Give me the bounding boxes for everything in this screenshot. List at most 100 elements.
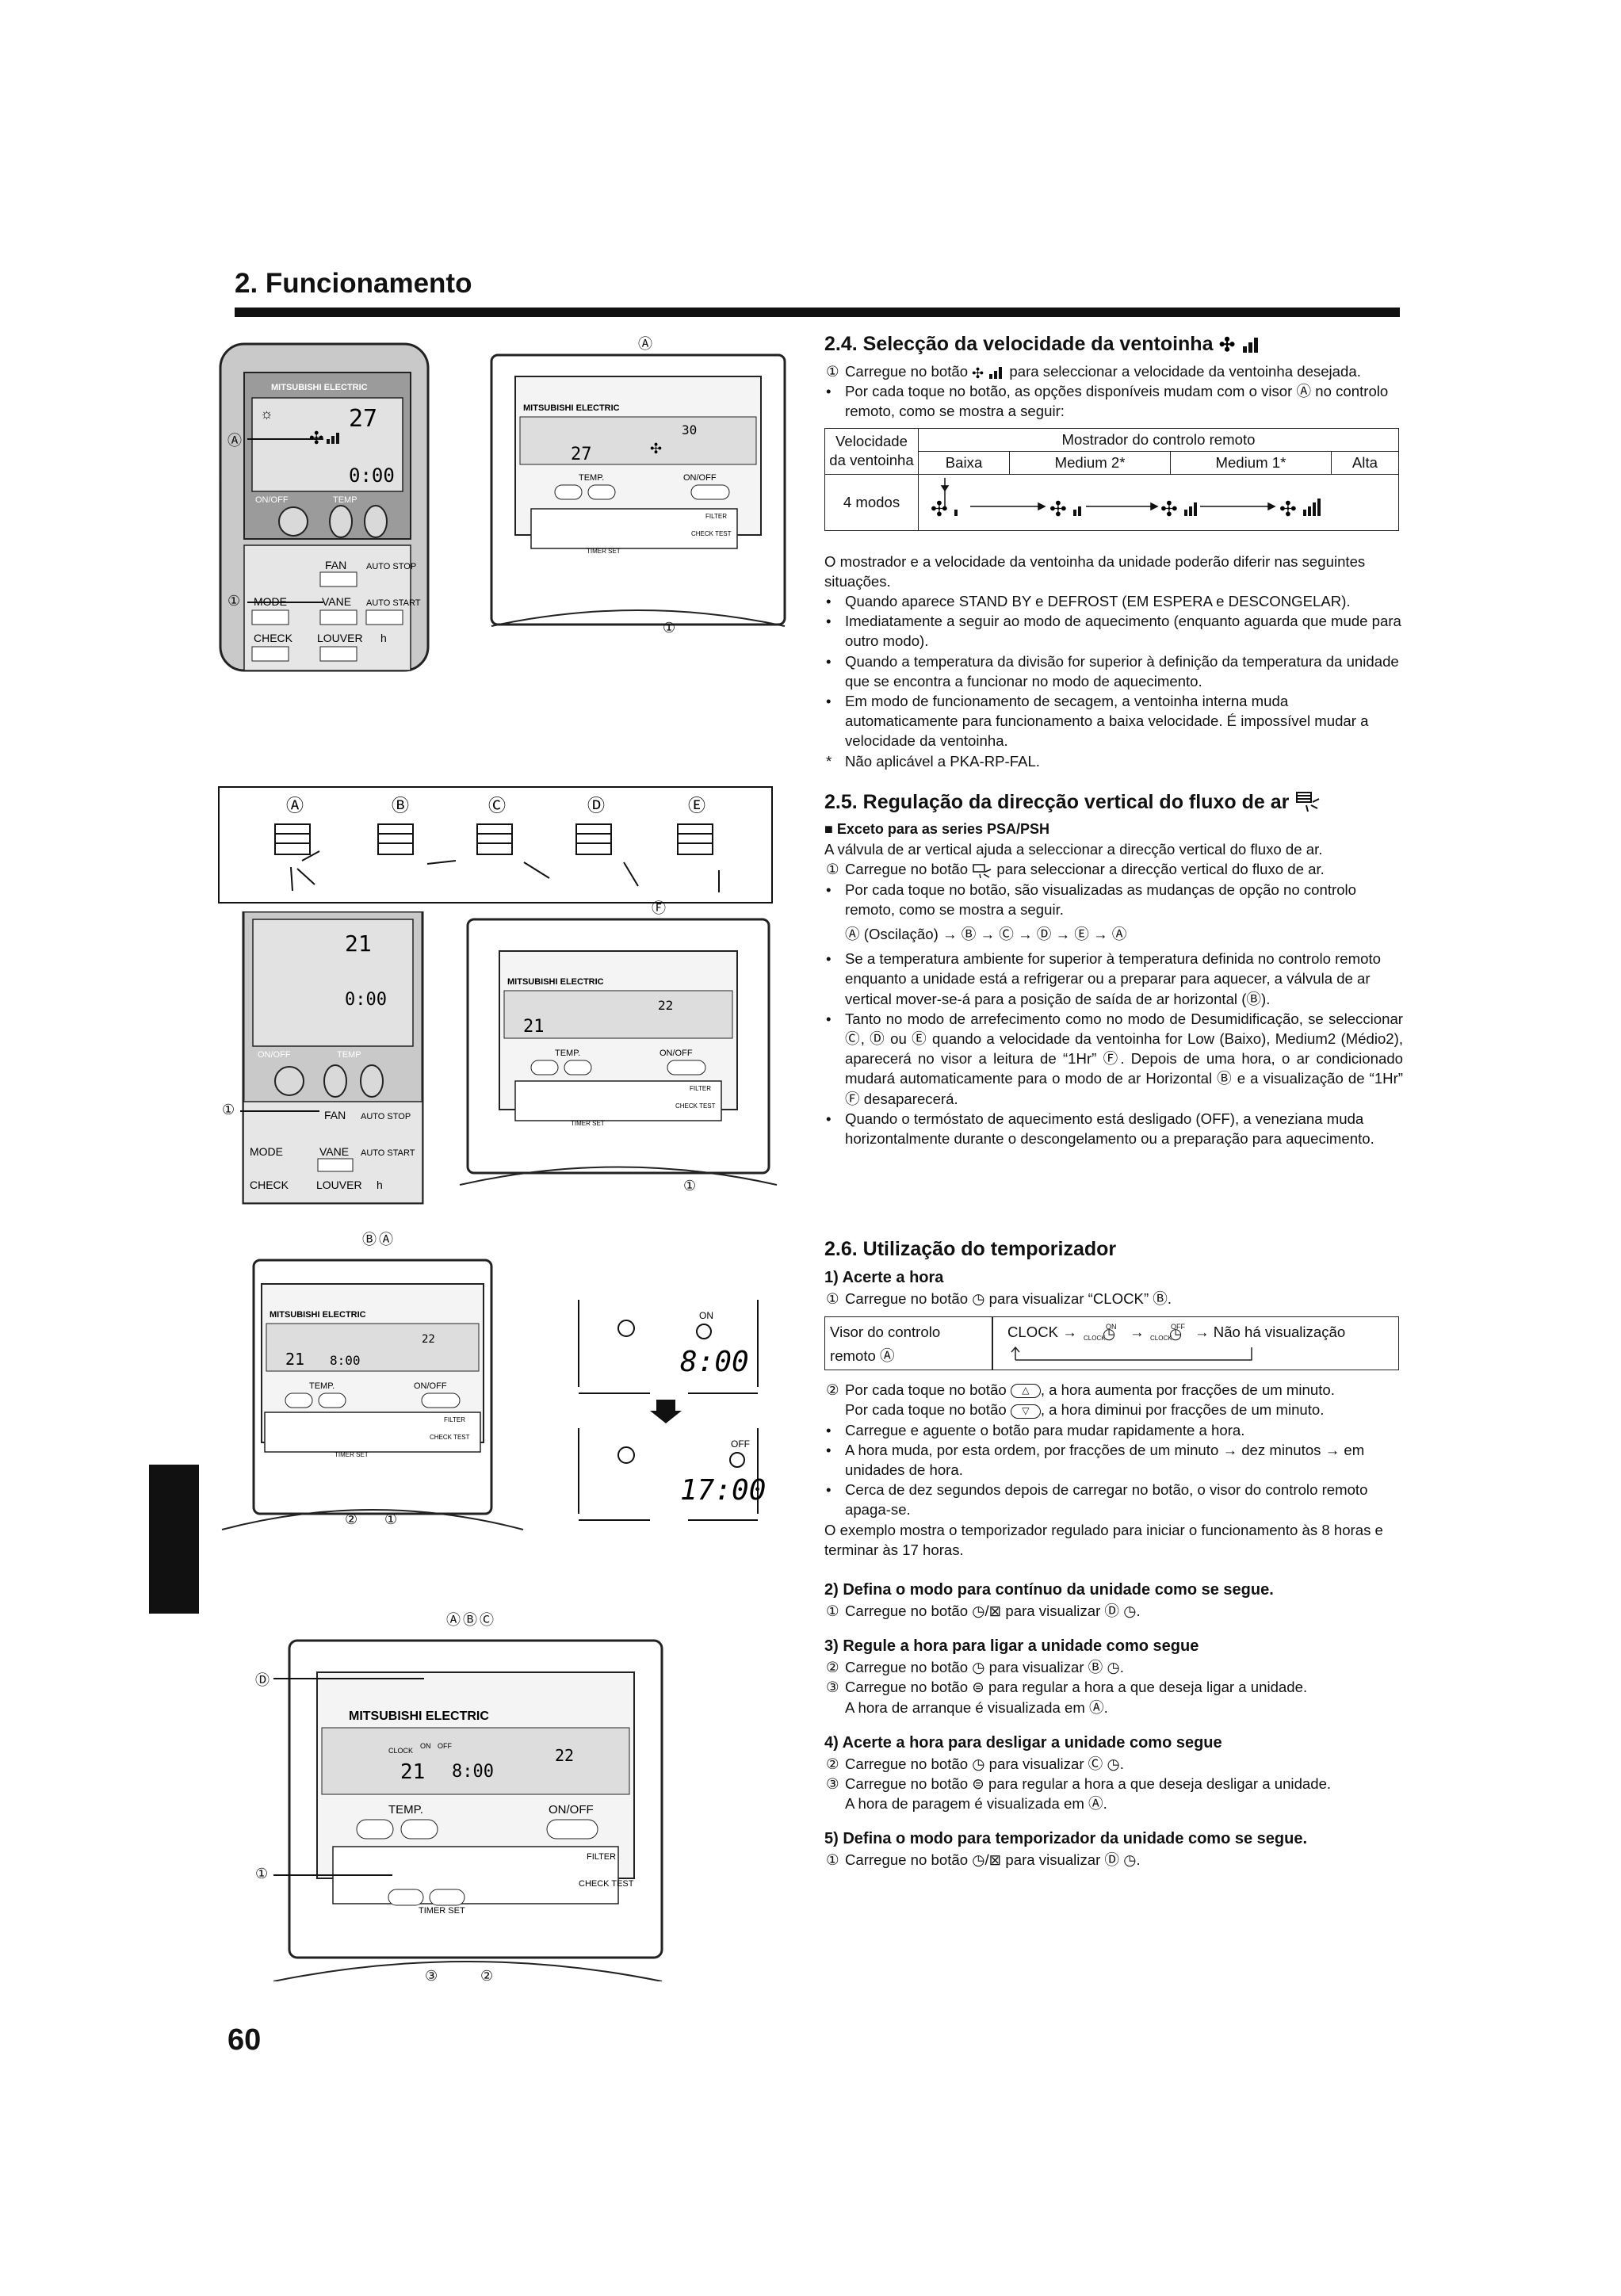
temp-up-button[interactable] xyxy=(360,1064,384,1098)
s25-bullet-3: •Tanto no modo de arrefecimento como no … xyxy=(826,1010,1403,1107)
temp-down-button[interactable] xyxy=(554,484,583,500)
fan-icon: ✣ xyxy=(309,428,323,448)
temp-label: TEMP. xyxy=(309,1381,335,1391)
mode-button[interactable] xyxy=(251,609,289,625)
vane-button-icon xyxy=(973,863,992,878)
figure-on-off-time-displays: ON 8:00 OFF 17:00 xyxy=(571,1300,769,1530)
clock-icon: ◷ xyxy=(972,1755,985,1772)
lcd-temp-27: 27 xyxy=(349,405,377,433)
lcd-temp-30: 30 xyxy=(682,422,697,437)
onoff-button[interactable] xyxy=(421,1392,461,1408)
s26-bullet-3: •Cerca de dez segundos depois de carrega… xyxy=(826,1481,1368,1519)
s24-note-1: •Quando aparece STAND BY e DEFROST (EM E… xyxy=(826,593,1351,610)
figure-handheld-remote-fan: MITSUBISHI ELECTRIC 27 0:00 ☼ ✣ ON/OFF T… xyxy=(214,341,436,674)
lcd-time-800: 8:00 xyxy=(330,1353,361,1368)
temp-up-button[interactable] xyxy=(400,1819,438,1839)
wired-controller-vane-drawing: MITSUBISHI ELECTRIC 21 22 TEMP. ON/OFF F… xyxy=(460,918,777,1186)
section-tab xyxy=(149,1465,199,1614)
h-label: h xyxy=(377,1179,383,1191)
vane-button[interactable] xyxy=(317,1158,354,1172)
auto-stop-label: AUTO STOP xyxy=(361,1112,411,1121)
vane-positions-drawing: Ⓐ Ⓑ Ⓒ Ⓓ Ⓔ xyxy=(274,796,720,892)
wired-controller-timer-drawing: MITSUBISHI ELECTRIC 21 CLOCK ON OFF 8:00… xyxy=(273,1639,663,1981)
temp-down-button[interactable] xyxy=(323,1064,347,1098)
s25-intro: A válvula de ar vertical ajuda a selecci… xyxy=(824,841,1323,858)
temp-up-button[interactable] xyxy=(564,1060,592,1075)
vane-button[interactable] xyxy=(319,609,357,625)
figure-wired-controller-vane: MITSUBISHI ELECTRIC 21 22 TEMP. ON/OFF F… xyxy=(460,911,777,1197)
timer-set-label: TIMER SET xyxy=(335,1451,369,1458)
label-C-timer: Ⓒ xyxy=(480,1612,494,1628)
box-return-arrow xyxy=(1011,1347,1252,1361)
s26-bullet-2: •A hora muda, por esta ordem, por fracçõ… xyxy=(826,1441,1365,1479)
handheld-remote-fan-drawing: MITSUBISHI ELECTRIC 27 0:00 ☼ ✣ ON/OFF T… xyxy=(219,342,430,672)
controller-brand-label: MITSUBISHI ELECTRIC xyxy=(270,1310,366,1320)
section-2-5-title: 2.5. Regulação da direcção vertical do f… xyxy=(824,791,1290,813)
s26-step5-heading: 5) Defina o modo para temporizador da un… xyxy=(824,1830,1308,1848)
onoff-button[interactable] xyxy=(278,506,308,537)
onoff-button[interactable] xyxy=(274,1066,304,1096)
fan-speed-sequence: ✣ ✣ ✣ ✣ xyxy=(918,473,1399,531)
arrow-down-icon xyxy=(650,1400,682,1423)
temp-up-button[interactable] xyxy=(318,1392,346,1408)
onoff-button[interactable] xyxy=(546,1819,598,1839)
clock-icon: ◷ xyxy=(972,1290,985,1307)
label-3-timer: ③ xyxy=(425,1968,438,1984)
vane-label: VANE xyxy=(322,595,351,608)
label-2-clock: ② xyxy=(345,1511,358,1527)
box-clock-on-small: CLOCK xyxy=(1084,1335,1106,1343)
timer-mode-icon: ◷/⊠ xyxy=(972,1851,1002,1869)
label-1: ① xyxy=(227,593,241,609)
fan-low-icon: ✣ xyxy=(931,497,948,521)
timer-down-button[interactable] xyxy=(388,1889,424,1906)
temp-up-button[interactable] xyxy=(587,484,616,500)
auto-start-label: AUTO START xyxy=(361,1148,415,1158)
temp-label: TEMP. xyxy=(388,1803,423,1817)
temp-down-button[interactable] xyxy=(329,505,353,538)
fan-speed-table: Velocidade da ventoinha Mostrador do con… xyxy=(824,427,1400,531)
wired-controller-fan-drawing: MITSUBISHI ELECTRIC 27 30 ✣ TEMP. ON/OFF… xyxy=(490,353,786,627)
label-B-clock: Ⓑ xyxy=(362,1232,377,1247)
fan-speed-icon: ✣ xyxy=(1219,334,1259,354)
filter-label: FILTER xyxy=(690,1085,711,1092)
box-display-label-1: Visor do controlo xyxy=(830,1324,941,1341)
fan-medium1-icon: ✣ xyxy=(1160,497,1178,521)
fan-label: FAN xyxy=(324,1109,346,1121)
louver-button[interactable] xyxy=(319,646,357,662)
clock-icon: ◷ xyxy=(972,1659,985,1676)
onoff-button[interactable] xyxy=(690,484,730,500)
fan-speed-sequence-drawing: ✣ ✣ ✣ ✣ xyxy=(931,477,1321,521)
mode-label: MODE xyxy=(250,1145,283,1158)
vane-label-A: Ⓐ xyxy=(286,796,304,816)
onoff-button[interactable] xyxy=(667,1060,706,1075)
clock-off-icon xyxy=(729,1452,745,1468)
figure-handheld-remote-vane: 21 0:00 ON/OFF TEMP FAN AUTO STOP MODE V… xyxy=(242,911,424,1205)
timer-set-label: TIMER SET xyxy=(419,1906,465,1916)
controller-brand-label: MITSUBISHI ELECTRIC xyxy=(507,977,604,987)
remote-brand-label: MITSUBISHI ELECTRIC xyxy=(271,383,368,392)
temp-up-button[interactable] xyxy=(364,505,388,538)
temp-down-button[interactable] xyxy=(530,1060,559,1075)
s25-bullet-2: •Se a temperatura ambiente for superior … xyxy=(826,950,1381,1007)
auto-start-button[interactable] xyxy=(365,609,403,625)
timer-set-label: TIMER SET xyxy=(587,548,621,555)
lcd-temp-21: 21 xyxy=(285,1350,304,1369)
auto-stop-label: AUTO STOP xyxy=(366,562,416,571)
fan-button[interactable] xyxy=(319,571,357,587)
label-1-timer: ① xyxy=(255,1866,269,1881)
box-display-label-2: remoto Ⓐ xyxy=(830,1347,895,1365)
temp-down-button[interactable] xyxy=(356,1819,394,1839)
check-button[interactable] xyxy=(251,646,289,662)
time-display-1700: 17:00 xyxy=(680,1474,766,1507)
timer-up-button[interactable] xyxy=(429,1889,465,1906)
s24-note-intro: O mostrador e a velocidade da ventoinha … xyxy=(824,552,1366,590)
vane-label-D: Ⓓ xyxy=(587,796,605,816)
table-row-modes: 4 modos xyxy=(824,473,919,531)
temp-down-button[interactable] xyxy=(285,1392,313,1408)
figure-wired-controller-fan: MITSUBISHI ELECTRIC 27 30 ✣ TEMP. ON/OFF… xyxy=(484,333,793,650)
